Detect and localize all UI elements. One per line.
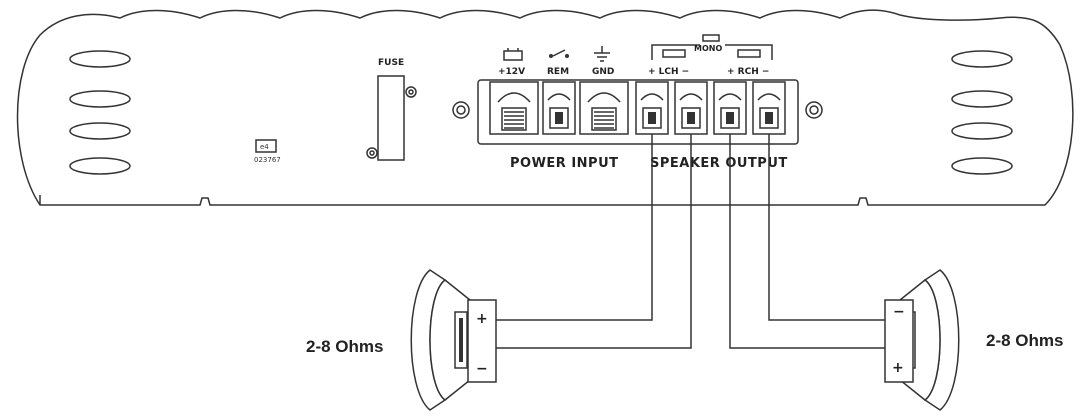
left-speaker-bottom-polarity: − (476, 361, 488, 377)
cert-mark-text: e4 (260, 143, 269, 151)
gnd-label: GND (592, 67, 614, 77)
fuse-holder: FUSE (366, 58, 417, 161)
ground-icon (594, 46, 610, 62)
terminal-rch-minus (752, 81, 786, 135)
battery-icon (503, 48, 523, 61)
speaker-wires (496, 134, 885, 349)
rem-label: REM (547, 67, 569, 77)
remote-switch-icon (549, 49, 569, 58)
wire-rch-minus (768, 134, 885, 321)
terminal-lch-plus (635, 81, 669, 135)
terminal-lch-minus (674, 81, 708, 135)
cert-number-text: 023767 (254, 156, 281, 164)
right-speaker-bottom-polarity: + (892, 360, 904, 376)
rch-label: + RCH − (727, 67, 769, 77)
right-speaker-impedance: 2-8 Ohms (986, 331, 1063, 350)
wire-lch-minus (496, 134, 692, 349)
mounting-screw-right (805, 101, 823, 119)
speaker-output-label: SPEAKER OUTPUT (650, 156, 788, 171)
power-input-label: POWER INPUT (510, 156, 619, 171)
terminal-block: +12V REM GND MONO + LCH − + RCH − (477, 34, 799, 171)
left-speaker-top-polarity: + (476, 311, 488, 327)
left-speaker-impedance: 2-8 Ohms (306, 337, 383, 356)
right-vent-slots (951, 50, 1013, 175)
wire-rch-plus (729, 134, 885, 349)
wire-lch-plus (496, 134, 653, 321)
fuse-label: FUSE (378, 58, 404, 68)
mounting-screw-left (452, 101, 470, 119)
left-speaker: + − (410, 269, 497, 411)
mono-bridge-bracket: MONO (651, 34, 773, 60)
terminal-gnd (579, 81, 629, 135)
right-speaker-top-polarity: − (893, 304, 905, 320)
lch-label: + LCH − (648, 67, 689, 77)
mono-label: MONO (694, 44, 722, 53)
right-speaker: − + (884, 269, 960, 411)
terminal-plus12v (489, 81, 539, 135)
terminal-rch-plus (713, 81, 747, 135)
plus12v-label: +12V (498, 67, 525, 77)
certification-mark: e4 023767 (254, 139, 281, 164)
terminal-rem (542, 81, 576, 135)
left-vent-slots (69, 50, 131, 175)
